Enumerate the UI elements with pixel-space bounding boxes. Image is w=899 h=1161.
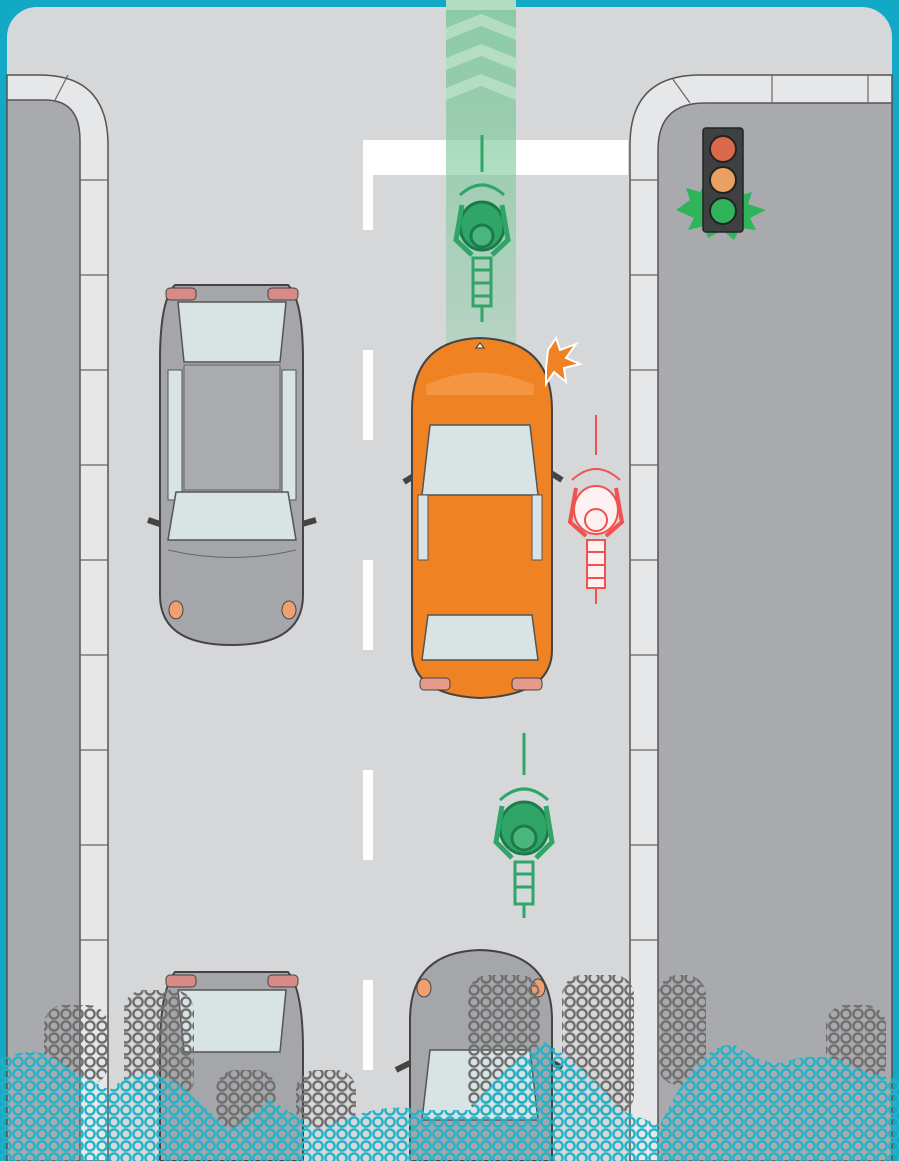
- amber-light: [710, 167, 736, 193]
- cyclist-path-highlight: [446, 0, 516, 345]
- red-light: [710, 136, 736, 162]
- green-light: [710, 198, 736, 224]
- parked-grey-car-left: [148, 285, 316, 645]
- left-sidewalk: [7, 75, 108, 1161]
